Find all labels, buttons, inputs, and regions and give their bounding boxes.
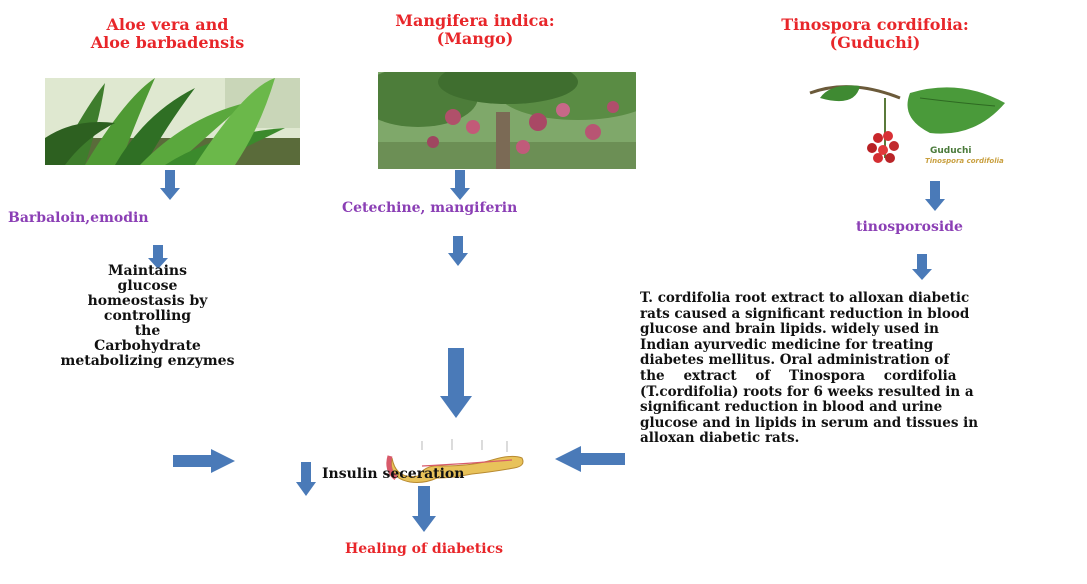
- tinospora-image: Guduchi Tinospora cordifolia: [790, 78, 1035, 170]
- arrow-down-mango-3: [440, 348, 472, 418]
- arrow-left-tinospora: [555, 446, 625, 472]
- aloe-compound: Barbaloin,emodin: [8, 210, 149, 226]
- mango-title: Mangifera indica: (Mango): [355, 12, 595, 48]
- tinospora-effect-line: glucose and in lipids in serum and tissu…: [640, 414, 979, 431]
- mango-title-text: Mangifera indica: (Mango): [395, 11, 555, 48]
- arrow-down-insulin-left: [296, 462, 316, 496]
- arrow-down-tinospora-1: [925, 181, 945, 211]
- tinospora-effect-line: T. cordifolia root extract to alloxan di…: [640, 290, 970, 306]
- pancreas-image: [382, 436, 532, 486]
- arrow-down-mango-2: [448, 236, 468, 266]
- tinospora-effect-line: diabetes mellitus. Oral administration o…: [640, 352, 950, 369]
- aloe-effect-line: Maintains: [108, 263, 187, 279]
- tinospora-effect: T. cordifolia root extract to alloxan di…: [640, 290, 1080, 447]
- arrow-down-healing: [412, 486, 436, 532]
- aloe-effect-line: controlling: [103, 308, 192, 324]
- guduchi-subcaption: Tinospora cordifolia: [925, 157, 1004, 165]
- aloe-effect-line: glucose: [117, 278, 178, 294]
- mango-compound: Cetechine, mangiferin: [342, 200, 518, 216]
- tinospora-effect-line: the extract of Tinospora cordifolia: [640, 367, 957, 384]
- mango-image: [378, 72, 636, 169]
- arrow-down-aloe-1: [160, 170, 180, 200]
- aloe-effect-line: Carbohydrate: [94, 338, 201, 354]
- arrow-down-aloe-2: [148, 245, 168, 269]
- tinospora-effect-line: (T.cordifolia) roots for 6 weeks resulte…: [640, 383, 974, 400]
- tinospora-title: Tinospora cordifolia: (Guduchi): [760, 16, 990, 52]
- tinospora-compound: tinosporoside: [856, 219, 963, 235]
- guduchi-caption: Guduchi: [930, 146, 972, 156]
- aloe-effect-line: homeostasis by: [87, 293, 208, 309]
- insulin-secretion-label: Insulin seceration: [322, 466, 465, 482]
- tinospora-effect-line: significant reduction in blood and urine: [640, 399, 943, 416]
- aloe-title-line2: Aloe barbadensis: [90, 33, 245, 52]
- arrow-right-aloe: [173, 449, 235, 473]
- tinospora-effect-line: Indian ayurvedic medicine for treating: [640, 336, 934, 353]
- aloe-effect-line: metabolizing enzymes: [60, 353, 235, 369]
- tinospora-title-line2: (Guduchi): [829, 33, 921, 52]
- tinospora-effect-line: rats caused a significant reduction in b…: [640, 305, 970, 322]
- tinospora-effect-line: glucose and brain lipids. widely used in: [640, 321, 939, 338]
- tinospora-title-line1: Tinospora cordifolia:: [781, 15, 969, 34]
- arrow-down-mango-1: [450, 170, 470, 200]
- aloe-image: [45, 78, 300, 165]
- tinospora-effect-line: alloxan diabetic rats.: [640, 430, 800, 447]
- aloe-title-line1: Aloe vera and: [106, 15, 229, 34]
- aloe-effect-line: the: [134, 323, 161, 339]
- arrow-down-tinospora-2: [912, 254, 932, 280]
- healing-label: Healing of diabetics: [345, 541, 503, 557]
- aloe-title: Aloe vera and Aloe barbadensis: [60, 16, 275, 52]
- aloe-effect: Maintains glucose homeostasis by control…: [10, 264, 285, 369]
